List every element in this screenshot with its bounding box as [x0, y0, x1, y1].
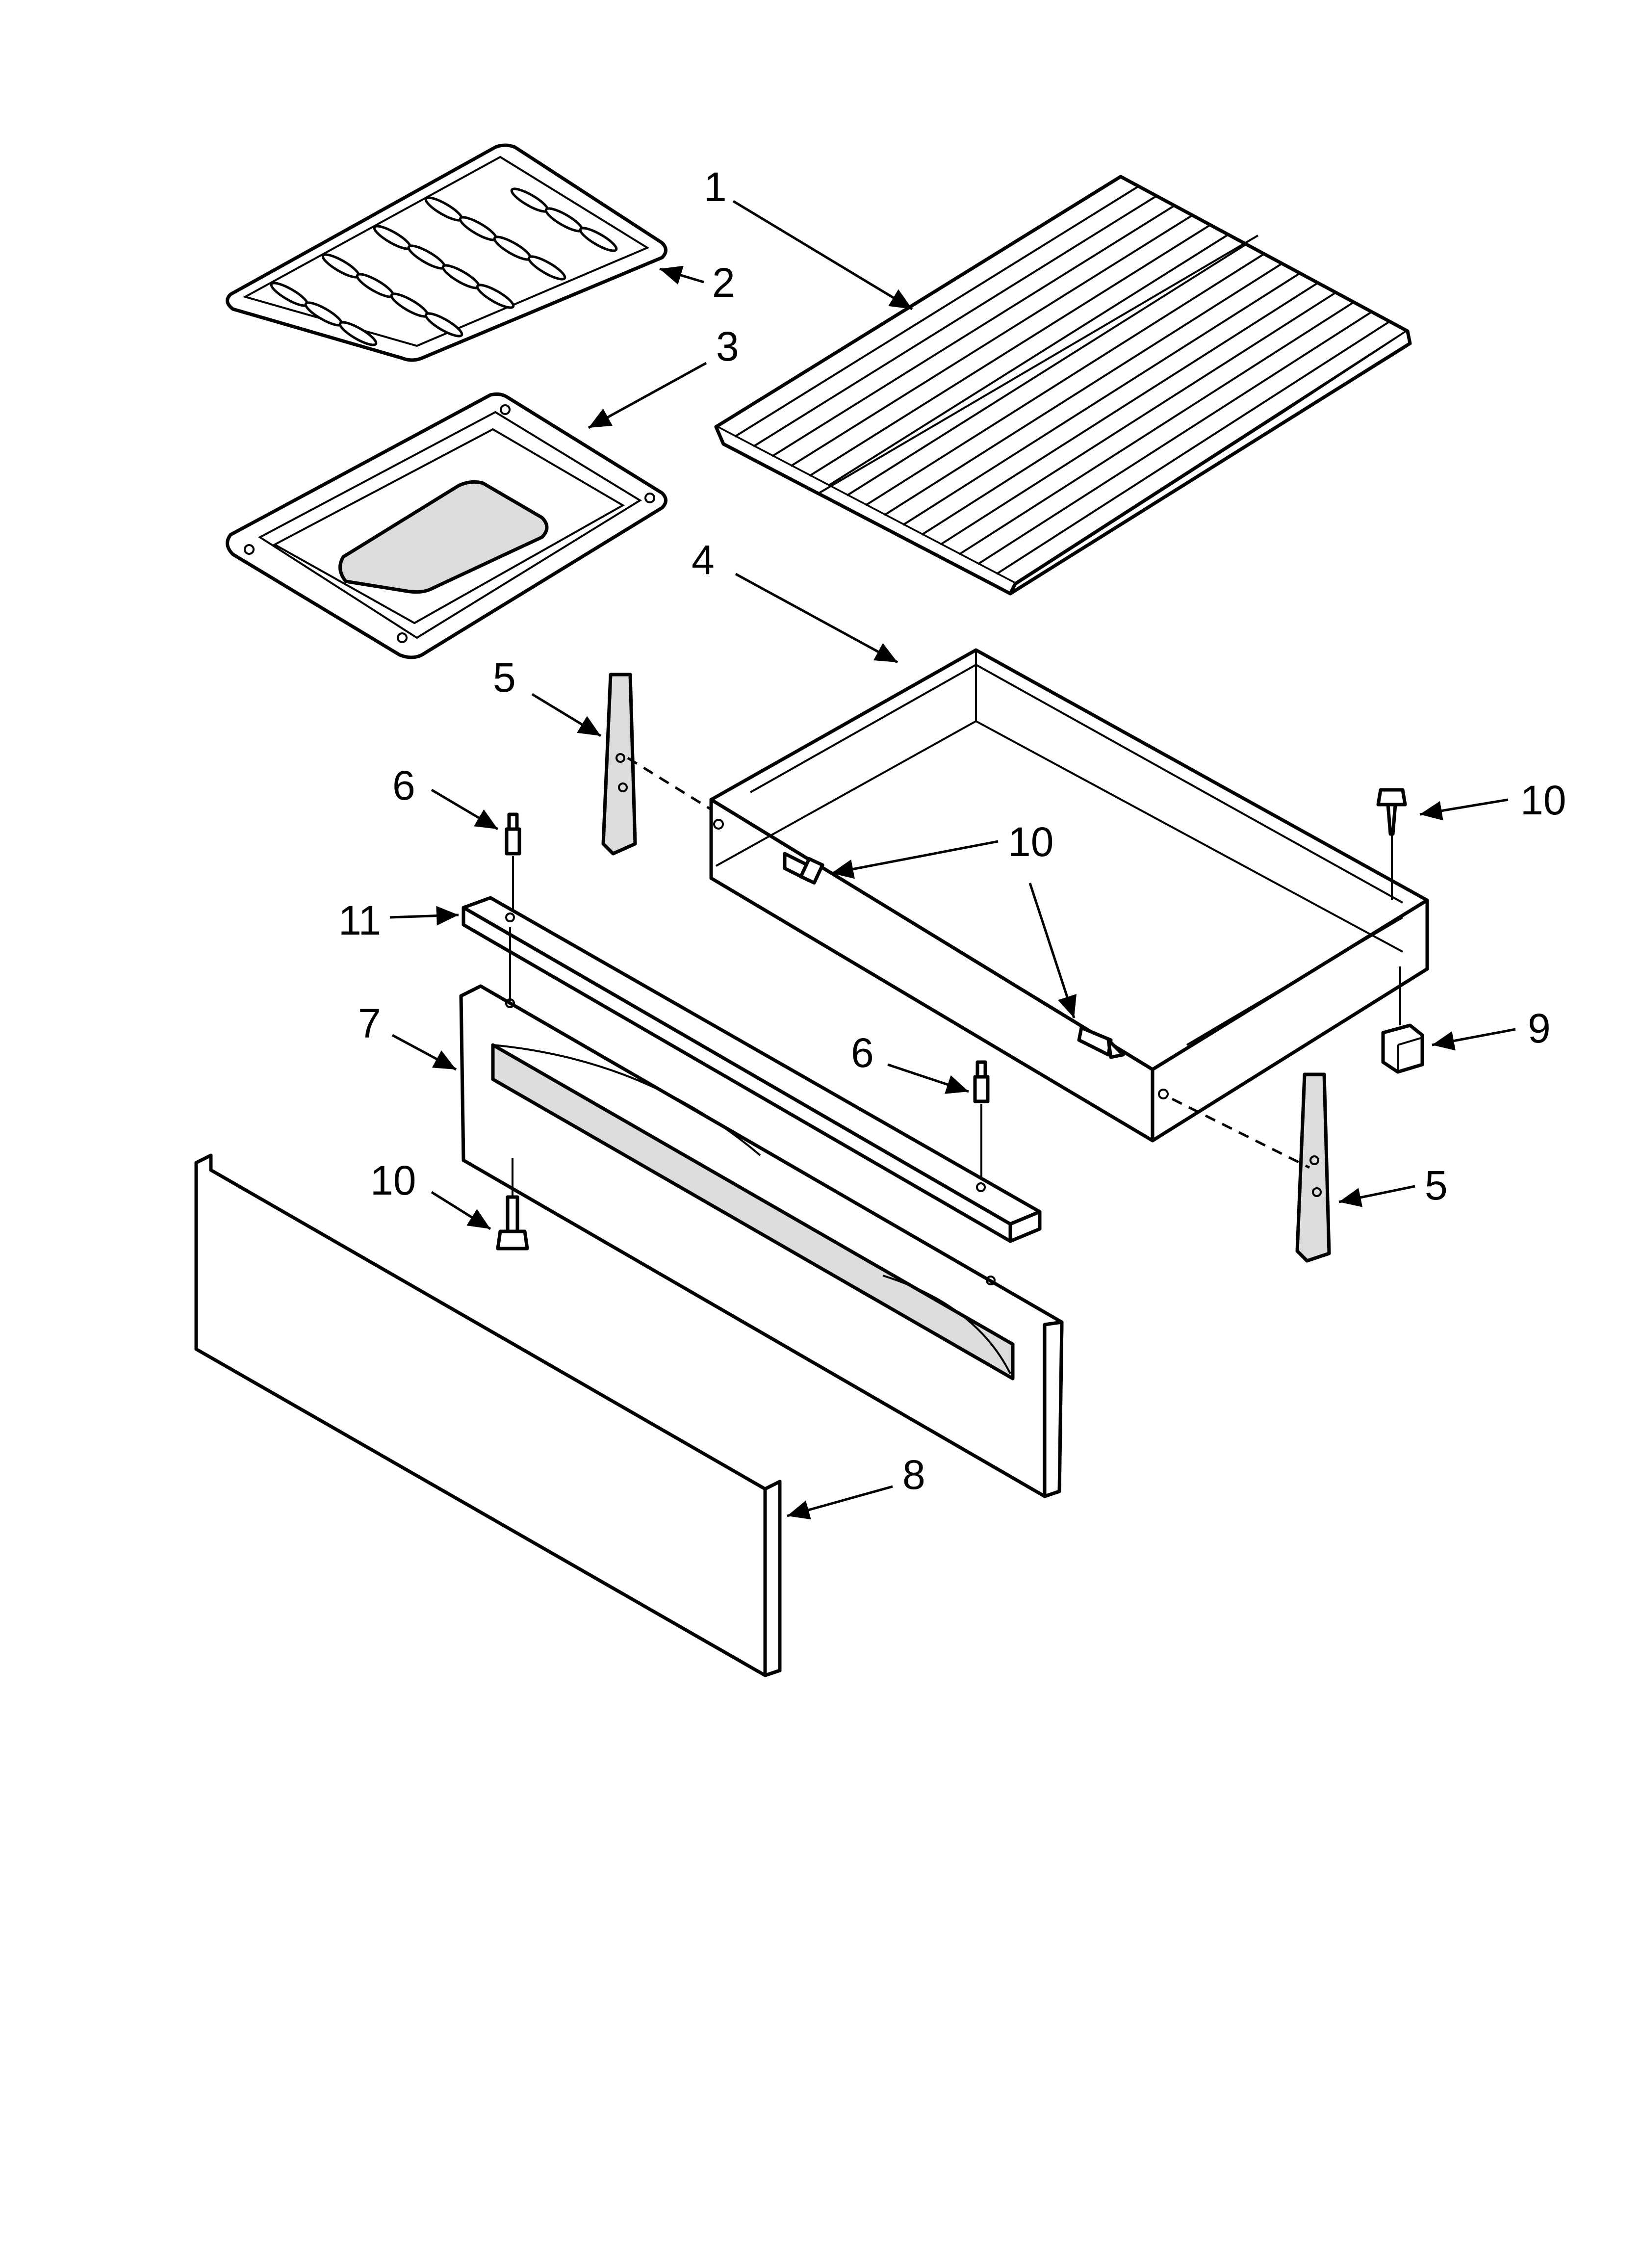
leader-arrow-10c	[431, 1191, 491, 1230]
callout-2: 2	[712, 260, 735, 306]
leader-arrow-10b-down	[1028, 883, 1077, 1018]
broiler-pan-part-3	[226, 392, 667, 659]
screw-part-10-drawer-left	[783, 852, 824, 885]
stud-part-6-left	[505, 812, 521, 856]
leader-arrow-3	[588, 362, 707, 429]
callout-4: 4	[692, 537, 715, 583]
callout-10b: 10	[1008, 819, 1053, 865]
bracket-bar-part-11	[462, 896, 1042, 1243]
drawer-slide-part-5-left	[601, 673, 637, 856]
rack-wire	[996, 320, 1390, 575]
callout-9: 9	[1528, 1005, 1551, 1051]
rack-wire	[977, 311, 1372, 565]
callout-11: 11	[338, 897, 381, 943]
kick-panel-part-8	[194, 1153, 782, 1677]
rack-wire	[902, 272, 1301, 526]
leader-arrow-11	[389, 906, 459, 926]
leader-arrow-9	[1432, 1028, 1516, 1051]
rack-wire	[865, 253, 1265, 506]
rack-wire	[940, 291, 1336, 546]
leader-arrow-1	[732, 200, 913, 311]
rack-wire	[753, 195, 1157, 447]
oven-rack-part-1	[714, 175, 1412, 596]
grid-slot	[338, 321, 378, 346]
slide-mount-line-left	[627, 756, 712, 811]
leader-arrow-5a	[531, 693, 602, 737]
broiler-grid-part-2	[226, 143, 667, 362]
leader-arrow-4	[735, 573, 898, 664]
callout-8: 8	[902, 1452, 925, 1498]
leader-arrow-6b	[887, 1063, 969, 1094]
drawer-body-part-4	[709, 648, 1429, 1143]
leader-arrow-5b	[1338, 1185, 1415, 1207]
grid-slots	[270, 187, 618, 346]
rack-wire	[734, 185, 1139, 438]
slide-mount-line-right	[1171, 1097, 1310, 1169]
rack-wire	[827, 234, 1229, 487]
rack-wire	[809, 224, 1211, 477]
drawer-slide-part-5-right	[1295, 1072, 1331, 1263]
leader-arrow-7	[391, 1034, 457, 1071]
rack-wires	[734, 185, 1390, 575]
rack-wire	[921, 282, 1319, 536]
callout-1: 1	[704, 164, 727, 210]
leader-arrow-2	[659, 265, 704, 285]
leader-arrow-8	[787, 1485, 893, 1520]
grid-slot	[424, 312, 463, 338]
stud-part-6-right	[973, 1060, 990, 1103]
screw-part-10-bottom	[496, 1195, 529, 1251]
callout-6a: 6	[392, 762, 415, 808]
callout-5a: 5	[493, 654, 516, 701]
rack-wire	[884, 262, 1283, 516]
grid-slot	[527, 255, 566, 281]
rack-wire	[790, 214, 1193, 467]
grid-slot	[476, 284, 515, 309]
screw-part-10-right	[1376, 788, 1407, 836]
callout-5b: 5	[1425, 1162, 1448, 1208]
clip-part-9	[1381, 1023, 1424, 1074]
leader-arrow-6a	[431, 788, 499, 831]
callout-10c: 10	[370, 1157, 416, 1203]
callout-7: 7	[358, 1000, 381, 1046]
drawer-front-part-7	[459, 984, 1064, 1498]
leader-arrow-10a	[1419, 798, 1509, 821]
leader-arrow-10b-left	[831, 840, 999, 879]
callout-6b: 6	[851, 1030, 874, 1076]
rack-wire	[771, 205, 1175, 457]
screw-part-10-drawer-middle	[1077, 1026, 1125, 1059]
rack-wire	[958, 301, 1355, 555]
callout-10a: 10	[1520, 777, 1566, 823]
grid-slot	[579, 227, 618, 252]
callout-3: 3	[716, 323, 739, 369]
rack-wire	[846, 243, 1247, 496]
